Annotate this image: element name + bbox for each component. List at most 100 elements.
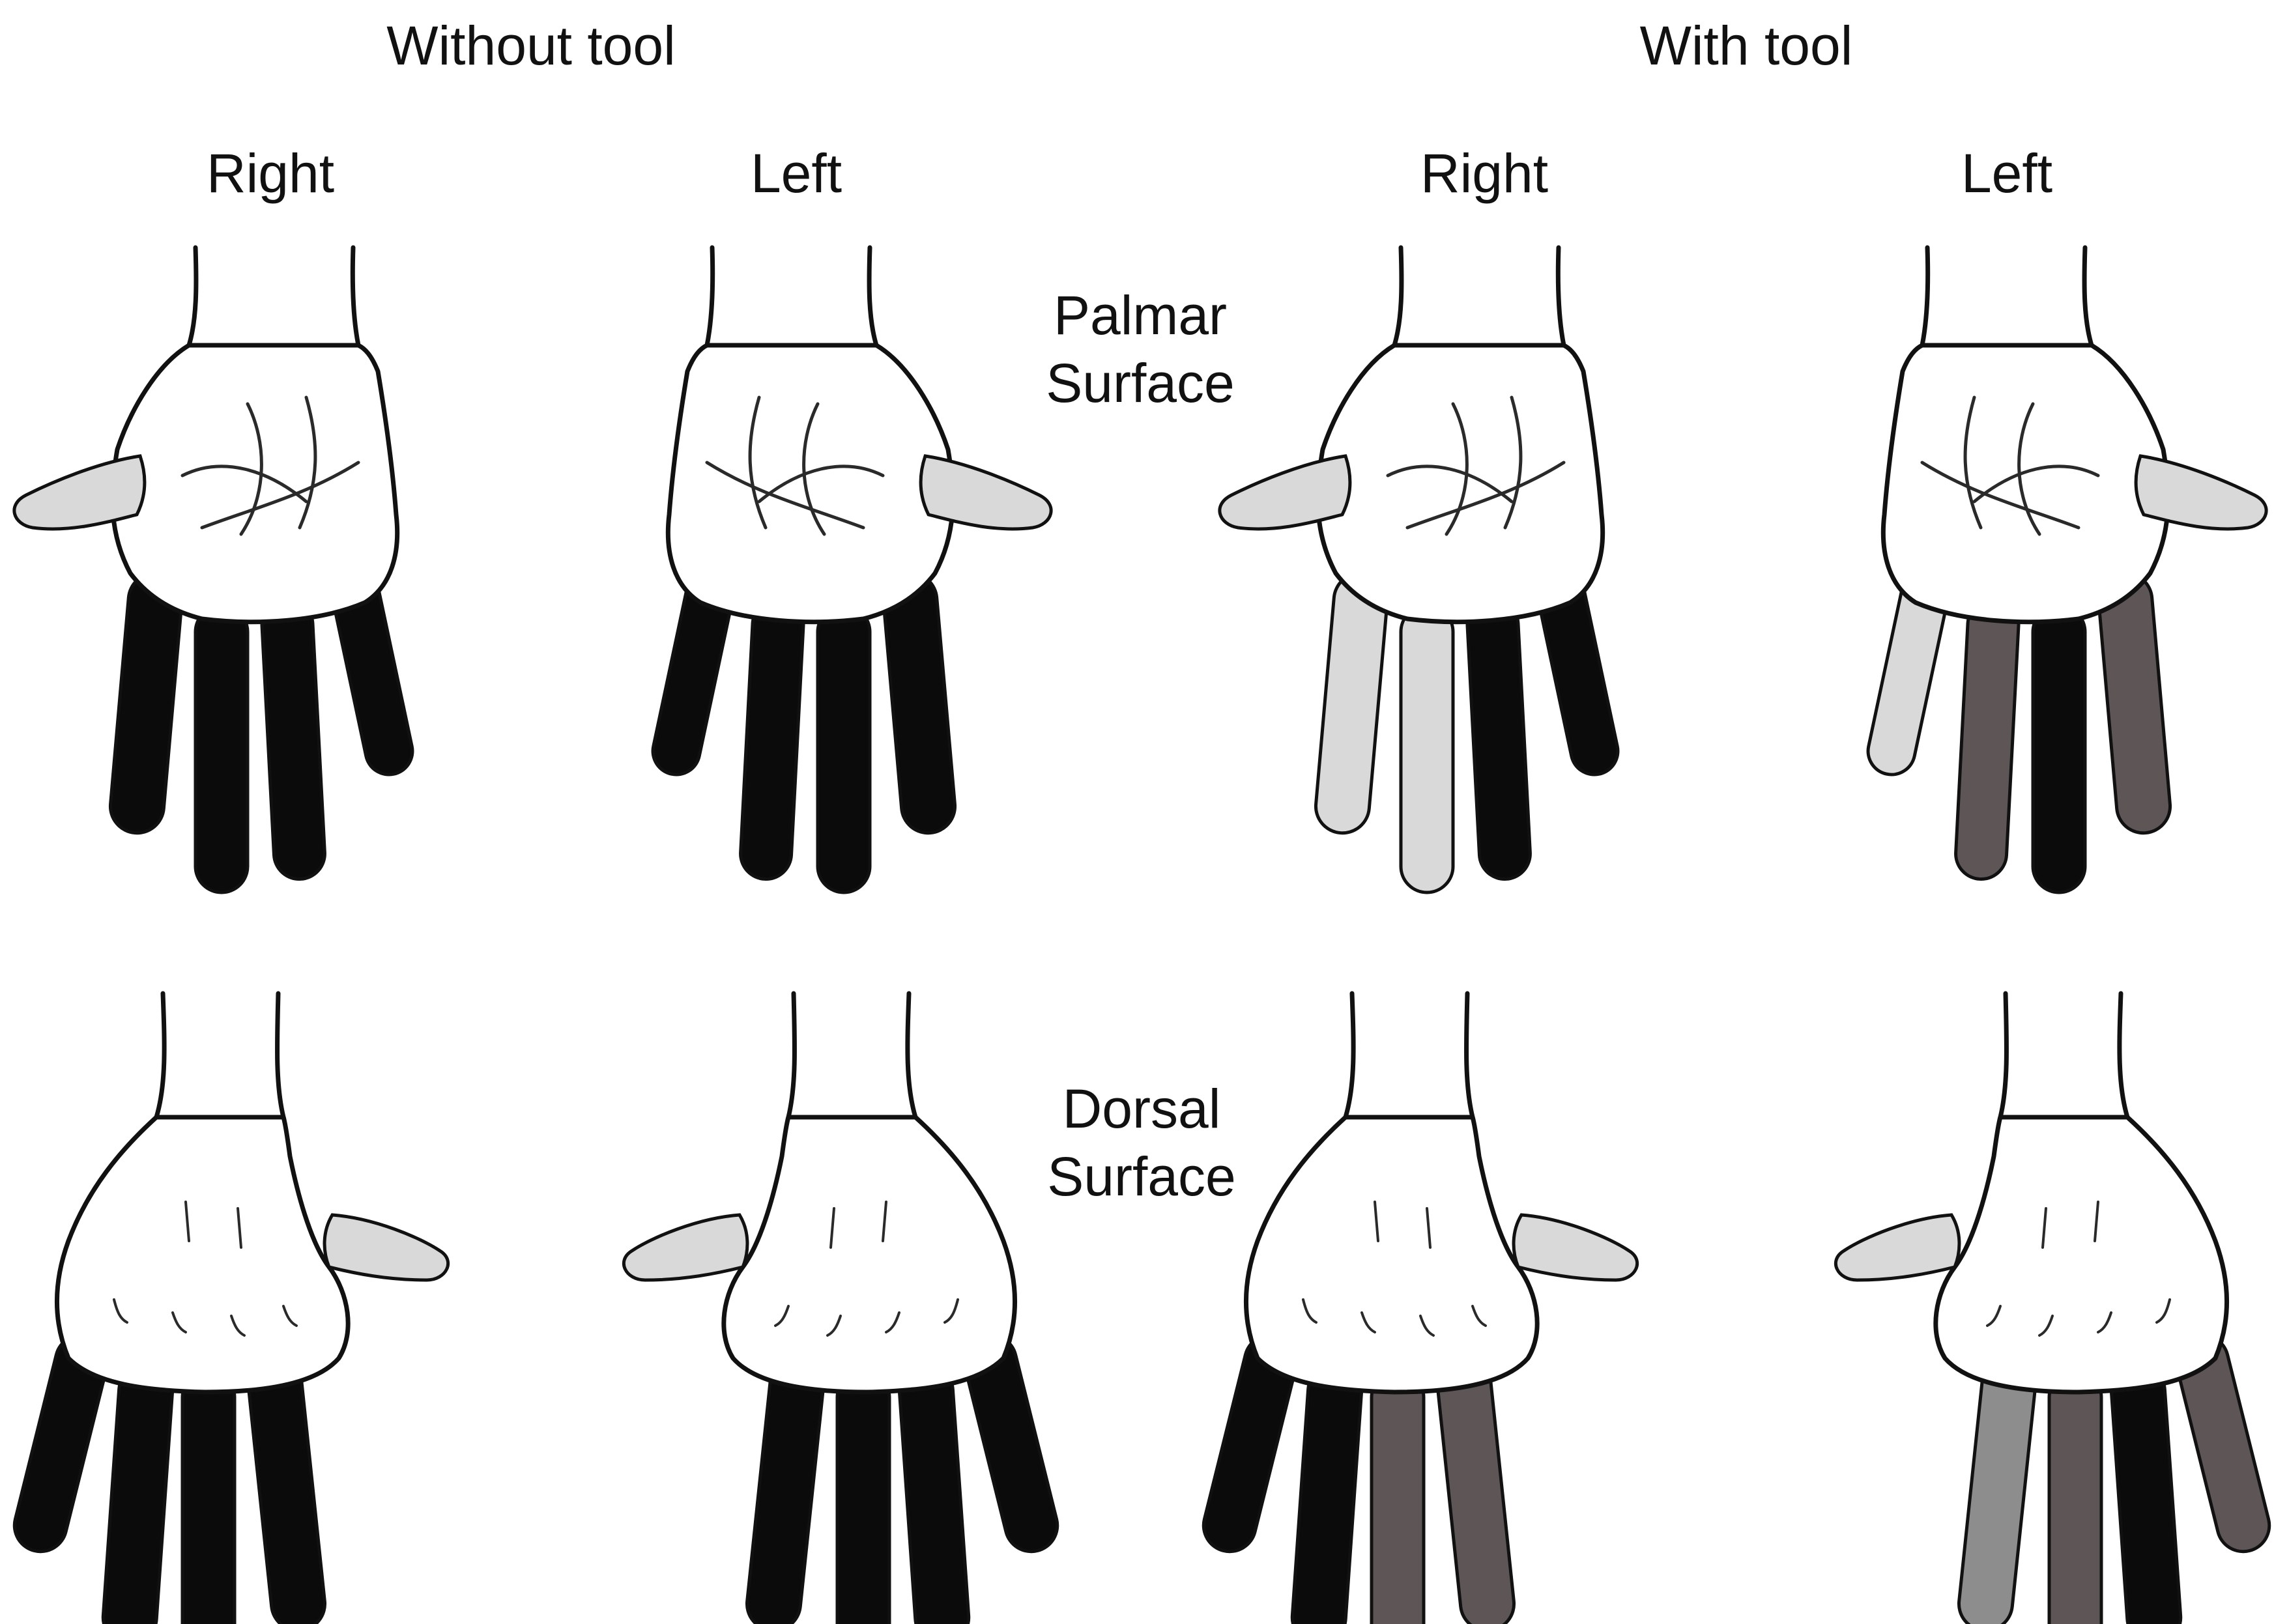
forearm [785,991,919,1120]
palmar-surface-label: Palmar Surface [1046,281,1235,417]
palm [1880,343,2170,625]
finger-middle [1290,1363,1364,1624]
crease-line [2097,1311,2112,1333]
crease-line [171,1311,187,1333]
finger-little [1957,1356,2037,1624]
finger-middle [1399,604,1455,894]
crease-line [1419,1315,1435,1337]
crease-line [1302,1298,1317,1324]
crease-line [1986,1305,2002,1327]
heading-with-tool: With tool [1639,15,1853,76]
palm [110,343,400,625]
palm [1316,343,1605,625]
hand-p-w-left [1866,245,2268,894]
finger-middle [194,604,250,894]
finger-middle [2109,1363,2183,1624]
back-of-hand [54,1115,351,1395]
back-of-hand [1933,1115,2230,1395]
thumb [12,454,147,531]
finger-ring [1465,597,1532,881]
forearm [1919,245,2095,348]
thumb [622,1213,749,1282]
crease-line [200,461,360,530]
crease-line [885,1311,900,1333]
crease-line [802,402,826,536]
crease-line [184,1201,190,1242]
crease-line [230,1315,246,1337]
crease-line [1426,1207,1432,1249]
crease-line [1963,395,1983,530]
crease-line [1503,395,1523,530]
thumb [919,454,1053,531]
finger-ring [260,597,326,881]
forearm [1997,991,2131,1120]
hand-d-w-right [1202,991,1639,1624]
palmar-label-line2: Surface [1046,352,1235,414]
finger-little [246,1356,327,1624]
dorsal-surface-label: Dorsal Surface [1047,1075,1236,1210]
hand-d-w-left [1834,991,2271,1624]
crease-line [1445,402,1469,536]
label-left-without-tool: Left [750,143,842,204]
crease-line [298,395,317,530]
crease-line [1405,461,1566,530]
forearm [704,245,880,348]
finger-little [1435,1356,1516,1624]
crease-line [239,402,263,536]
finger-little [745,1356,826,1624]
crease-line [882,1201,887,1242]
thumb [1218,454,1352,531]
crease-line [943,1298,959,1324]
crease-line [2017,402,2041,536]
crease-line [113,1298,128,1324]
label-right-without-tool: Right [206,143,335,204]
finger-ring [180,1369,237,1624]
forearm [1342,991,1476,1120]
hand-d-wo-right [12,991,450,1624]
finger-middle [2031,604,2087,894]
crease-line [2155,1298,2171,1324]
crease-line [705,461,865,530]
forearm [1391,245,1567,348]
hand-p-wo-left [651,245,1053,894]
finger-ring [1370,1369,1426,1624]
crease-line [748,395,768,530]
back-of-hand [1243,1115,1540,1395]
forearm [153,991,287,1120]
crease-line [2038,1315,2054,1337]
crease-line [1972,464,2100,504]
crease-line [237,1207,242,1249]
crease-line [1386,464,1514,504]
label-right-with-tool: Right [1420,143,1549,204]
thumb [2134,454,2268,531]
finger-ring [835,1369,891,1624]
finger-ring [1954,597,2021,881]
back-of-hand [721,1115,1018,1395]
crease-line [774,1305,790,1327]
crease-line [829,1207,835,1249]
heading-without-tool: Without tool [386,15,676,76]
thumb [1512,1213,1639,1282]
crease-line [757,464,885,504]
dorsal-label-line1: Dorsal [1062,1078,1221,1139]
finger-ring [2047,1369,2103,1624]
palmar-label-line1: Palmar [1053,285,1228,346]
thumb [323,1213,450,1282]
hand-p-w-right [1218,245,1620,894]
label-left-with-tool: Left [1961,143,2053,204]
palm [665,343,955,625]
crease-line [282,1305,298,1327]
finger-ring [739,597,805,881]
crease-line [1360,1311,1376,1333]
thumb [1834,1213,1961,1282]
hand-d-wo-left [622,991,1059,1624]
finger-middle [897,1363,971,1624]
crease-line [826,1315,842,1337]
hand-p-wo-right [12,245,414,894]
crease-line [180,464,308,504]
crease-line [2094,1201,2099,1242]
crease-line [1374,1201,1379,1242]
finger-middle [101,1363,175,1624]
forearm [186,245,362,348]
